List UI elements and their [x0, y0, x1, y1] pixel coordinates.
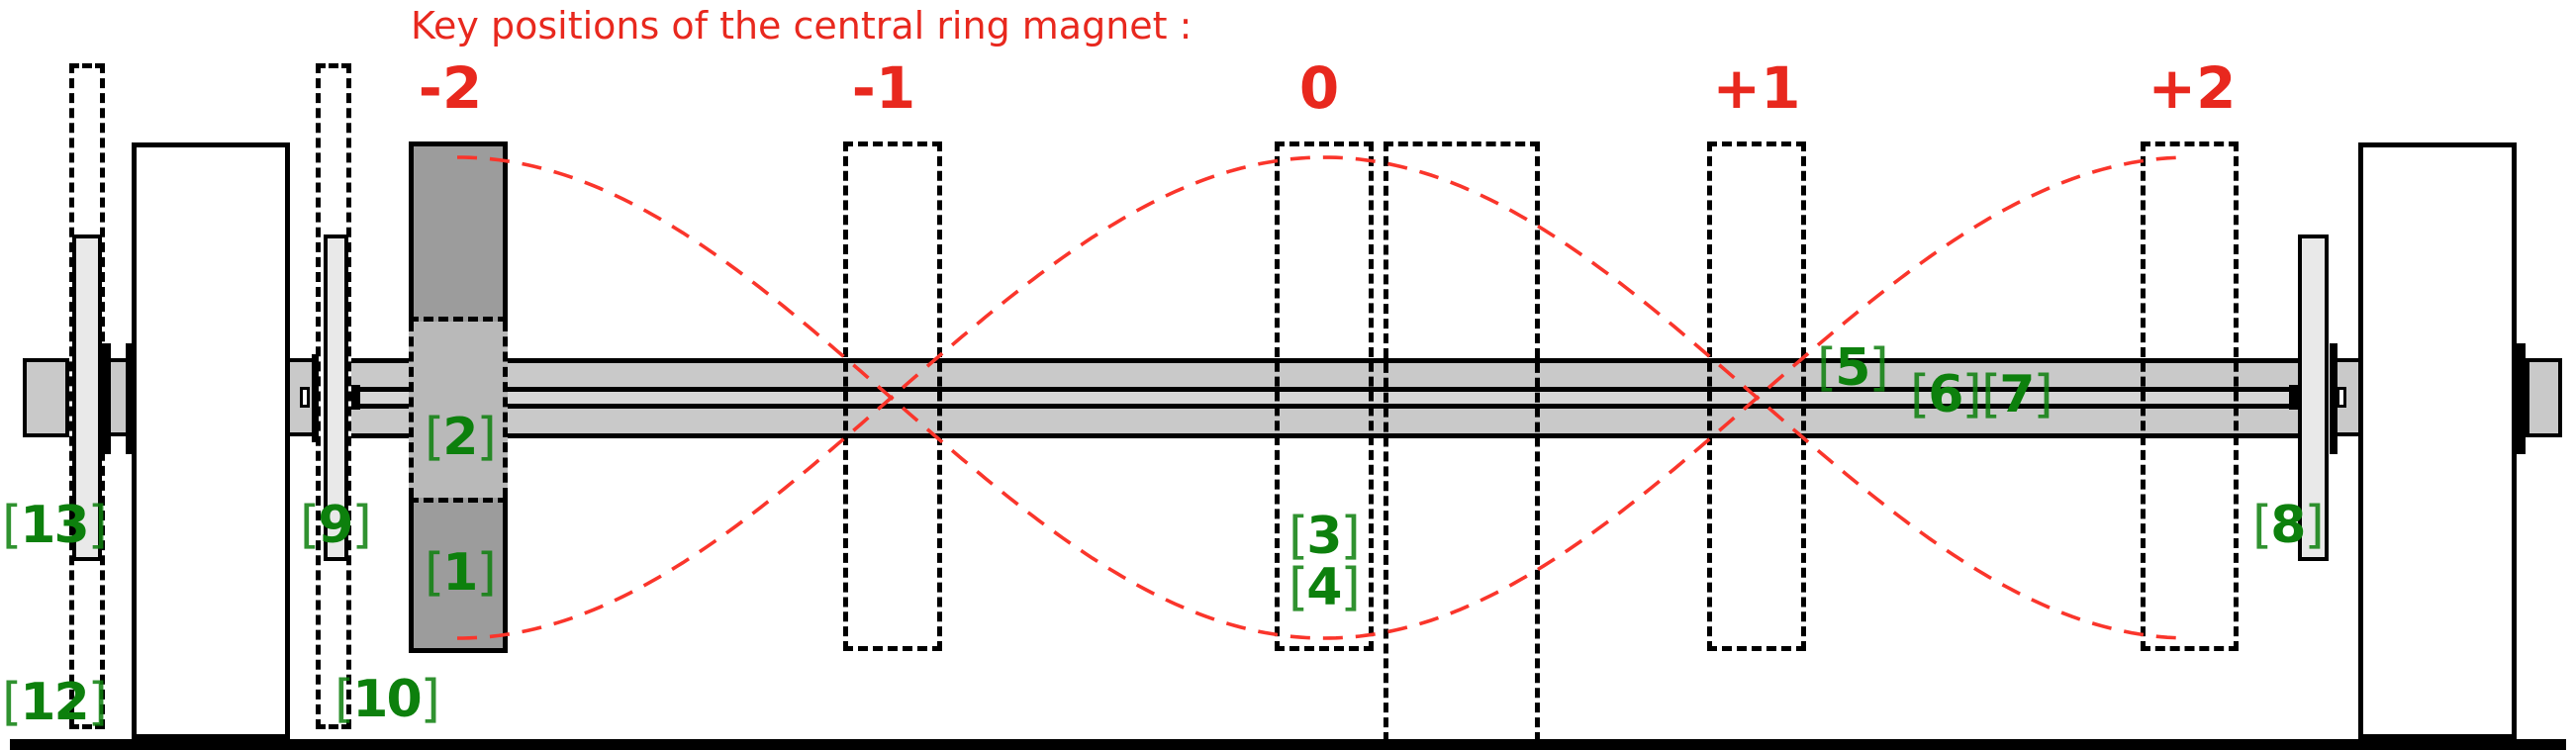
- component-label-1: [1]: [425, 547, 497, 599]
- bracket-close: ]: [1340, 507, 1360, 566]
- component-label-7: [7]: [1981, 369, 2053, 421]
- outer-disc-left: [72, 234, 102, 561]
- position-label-0: 0: [1298, 54, 1340, 122]
- bracket-open: [: [1817, 338, 1837, 398]
- bracket-close: ]: [476, 543, 496, 603]
- label-number: 6: [1928, 365, 1963, 424]
- magnet-outline-pos-plus2: [2141, 141, 2239, 651]
- label-number: 3: [1306, 507, 1342, 566]
- retainer-notch-left: [300, 387, 310, 408]
- bearing-block-left: [132, 142, 290, 739]
- axle-stub-right: [2526, 358, 2562, 437]
- shaft-spacer-1: [111, 358, 126, 436]
- bracket-open: [: [2, 673, 22, 732]
- diagram-title: Key positions of the central ring magnet…: [411, 4, 1193, 47]
- label-number: 8: [2270, 496, 2306, 555]
- support-outline-center: [1383, 141, 1540, 742]
- bracket-close: ]: [351, 496, 371, 555]
- position-label--1: -1: [851, 54, 916, 122]
- bracket-open: [: [1288, 558, 1308, 617]
- shaft-collar-3: [312, 354, 319, 442]
- magnet-segment-top: [409, 141, 508, 322]
- bracket-open: [: [2252, 496, 2272, 555]
- position-label-+1: +1: [1712, 54, 1801, 122]
- magnet-segment-bottom: [409, 498, 508, 653]
- magnet-outline-pos-minus1: [843, 141, 942, 651]
- label-number: 12: [20, 673, 89, 732]
- ring-magnet: [409, 141, 508, 653]
- label-number: 5: [1835, 338, 1870, 398]
- component-label-2: [2]: [425, 412, 497, 463]
- bracket-close: ]: [87, 496, 108, 555]
- component-label-3: [3]: [1288, 511, 1361, 562]
- component-label-6: [6]: [1910, 369, 1982, 421]
- bearing-block-right: [2358, 142, 2517, 739]
- component-label-9: [9]: [300, 500, 372, 551]
- bracket-close: ]: [2304, 496, 2324, 555]
- bracket-close: ]: [476, 408, 496, 467]
- curve-upper: [457, 155, 2186, 640]
- bracket-close: ]: [1868, 338, 1888, 398]
- shaft-collar-5: [2517, 343, 2526, 454]
- bracket-open: [: [2, 496, 22, 555]
- label-number: 13: [20, 496, 89, 555]
- axle-stub-left: [23, 358, 69, 437]
- retainer-notch-right: [2337, 387, 2346, 408]
- bracket-open: [: [334, 670, 354, 729]
- magnet-segment-middle: [409, 322, 508, 498]
- label-number: 10: [352, 670, 422, 729]
- label-number: 2: [442, 408, 478, 467]
- position-label--2: -2: [418, 54, 483, 122]
- label-number: 9: [318, 496, 353, 555]
- bracket-open: [: [300, 496, 320, 555]
- bracket-open: [: [1981, 365, 2001, 424]
- shaft-collar-2: [126, 343, 132, 454]
- bracket-close: ]: [87, 673, 108, 732]
- component-label-12: [12]: [2, 677, 108, 728]
- bracket-close: ]: [1340, 558, 1360, 617]
- shaft-collar-1: [102, 343, 111, 454]
- magnet-outline-pos-0: [1275, 141, 1374, 651]
- position-label-+2: +2: [2147, 54, 2237, 122]
- ground-line: [10, 739, 2566, 750]
- label-number: 4: [1306, 558, 1342, 617]
- magnet-outline-pos-plus1: [1707, 141, 1806, 651]
- label-number: 1: [442, 543, 478, 603]
- inner-rod-cap-left: [351, 385, 360, 410]
- shaft-spacer-3: [2337, 358, 2358, 436]
- bracket-open: [: [425, 408, 444, 467]
- curve-lower: [457, 155, 2186, 640]
- bracket-open: [: [1288, 507, 1308, 566]
- component-label-5: [5]: [1817, 342, 1889, 394]
- shaft-collar-4: [2330, 343, 2337, 454]
- component-label-8: [8]: [2252, 500, 2325, 551]
- component-label-10: [10]: [334, 674, 440, 725]
- bracket-close: ]: [1961, 365, 1981, 424]
- bracket-open: [: [425, 543, 444, 603]
- bracket-close: ]: [2033, 365, 2052, 424]
- inner-rod: [351, 387, 2298, 409]
- inner-rod-cap-right: [2289, 385, 2298, 410]
- disc-right: [2298, 234, 2329, 561]
- bracket-open: [: [1910, 365, 1930, 424]
- component-label-4: [4]: [1288, 562, 1361, 613]
- inner-disc-left: [324, 234, 348, 561]
- component-label-13: [13]: [2, 500, 108, 551]
- bracket-close: ]: [420, 670, 440, 729]
- label-number: 7: [1999, 365, 2035, 424]
